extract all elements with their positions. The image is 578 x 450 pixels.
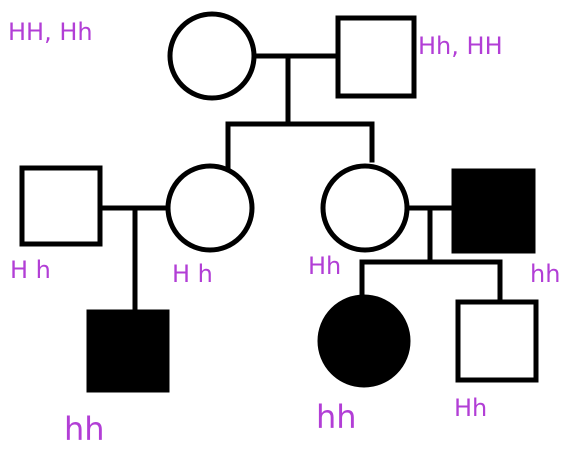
gen2-daughter-left-circle bbox=[165, 163, 255, 253]
genotype-label-gen3-son-left: hh bbox=[64, 410, 105, 448]
gen2-husband-right-square bbox=[451, 168, 536, 254]
gen3-son-right-square bbox=[455, 299, 539, 383]
genotype-label-gen1-father: Hh, HH bbox=[418, 32, 503, 60]
gen2-husband-left-square bbox=[19, 165, 103, 247]
pedigree-individuals bbox=[19, 11, 539, 393]
genotype-label-gen2-daughter-right: Hh bbox=[308, 252, 341, 280]
genotype-label-gen2-husband-right: hh bbox=[530, 260, 560, 288]
gen3-daughter-right-circle bbox=[317, 294, 411, 388]
gen3-son-left-square bbox=[86, 309, 170, 393]
gen2-daughter-right-circle bbox=[320, 163, 410, 253]
genotype-label-gen3-son-right: Hh bbox=[454, 394, 487, 422]
genotype-labels: HH, Hh Hh, HH H h H h Hh hh hh hh Hh bbox=[8, 18, 560, 448]
gen1-father-square bbox=[335, 15, 417, 99]
pedigree-lines bbox=[97, 53, 503, 313]
genotype-label-gen1-mother: HH, Hh bbox=[8, 18, 93, 46]
genotype-label-gen2-husband-left: H h bbox=[10, 256, 51, 284]
gen1-mother-circle bbox=[167, 11, 257, 101]
genotype-label-gen2-daughter-left: H h bbox=[172, 260, 213, 288]
genotype-label-gen3-daughter-right: hh bbox=[316, 398, 357, 436]
